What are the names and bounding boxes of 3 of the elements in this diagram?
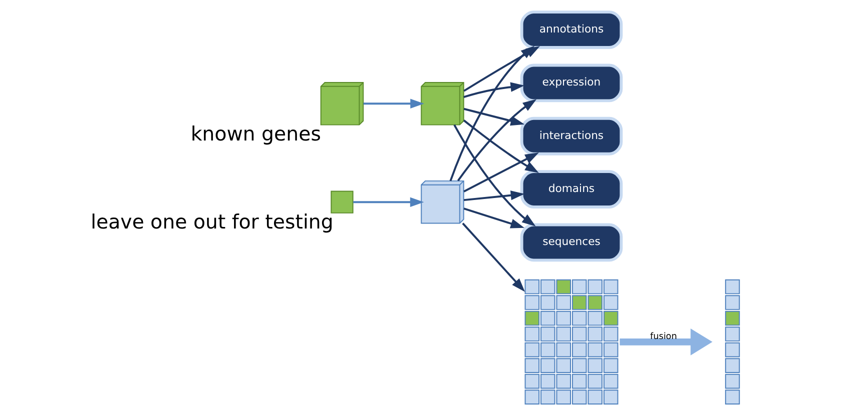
node-label: known genes xyxy=(190,122,322,146)
edge-label: fusion xyxy=(650,332,677,342)
node-label: leave one out for testing xyxy=(90,210,334,234)
